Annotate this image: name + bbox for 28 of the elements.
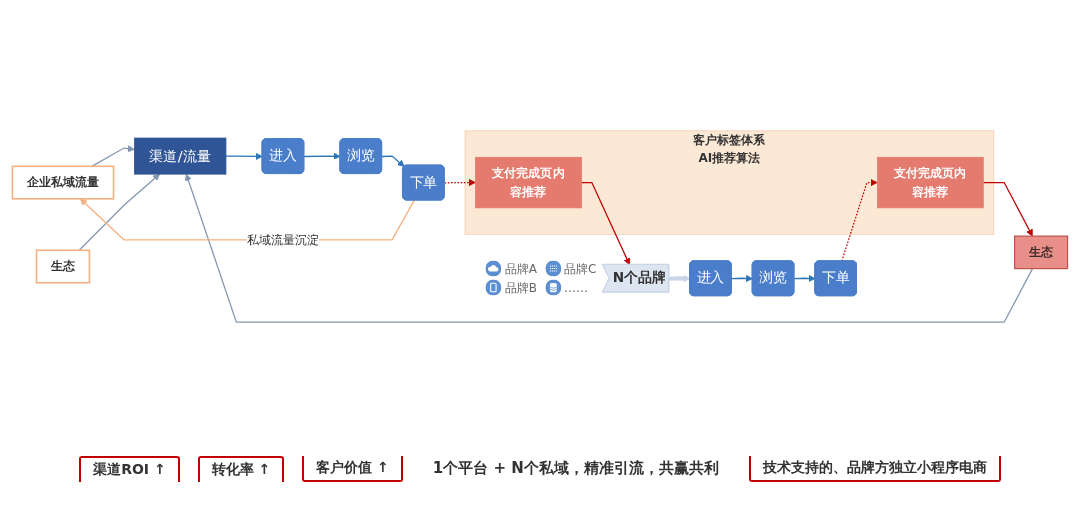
node-caption: 品牌B xyxy=(504,280,537,295)
arrow xyxy=(731,274,753,282)
node-box: 生态 xyxy=(35,248,91,284)
arrow xyxy=(303,152,341,160)
node-caption: 品牌A xyxy=(504,261,537,276)
arrow xyxy=(669,274,691,282)
node-box: 支付完成页内容推荐 xyxy=(475,156,582,208)
edge-label: 私域流量沉淀 xyxy=(246,231,320,247)
arrow xyxy=(580,181,631,265)
bracket-label: 客户价值 ↑ xyxy=(302,456,403,482)
bracket-label: 渠道ROI ↑ xyxy=(79,456,180,482)
node-box: 生态 xyxy=(1014,235,1069,269)
arrow xyxy=(793,274,816,282)
node-box: 企业私域流量 xyxy=(11,165,115,200)
node-box: 渠道/流量 xyxy=(134,137,227,175)
bracket-label: 技术支持的、品牌方独立小程序电商 xyxy=(748,456,1001,482)
arrow xyxy=(78,173,160,251)
arrow xyxy=(185,173,1034,323)
arrow xyxy=(443,178,476,186)
arrow xyxy=(982,181,1033,236)
node-caption: …… xyxy=(563,280,588,295)
arrow xyxy=(225,152,263,160)
slogan-text: 1个平台 + N个私域，精准引流，共赢共利 xyxy=(431,458,720,479)
node-caption: 品牌C xyxy=(563,261,597,276)
node-box: 支付完成页内容推荐 xyxy=(877,156,984,208)
arrow xyxy=(91,144,135,167)
arrow xyxy=(381,154,405,167)
bracket-label: 转化率 ↑ xyxy=(197,456,285,482)
